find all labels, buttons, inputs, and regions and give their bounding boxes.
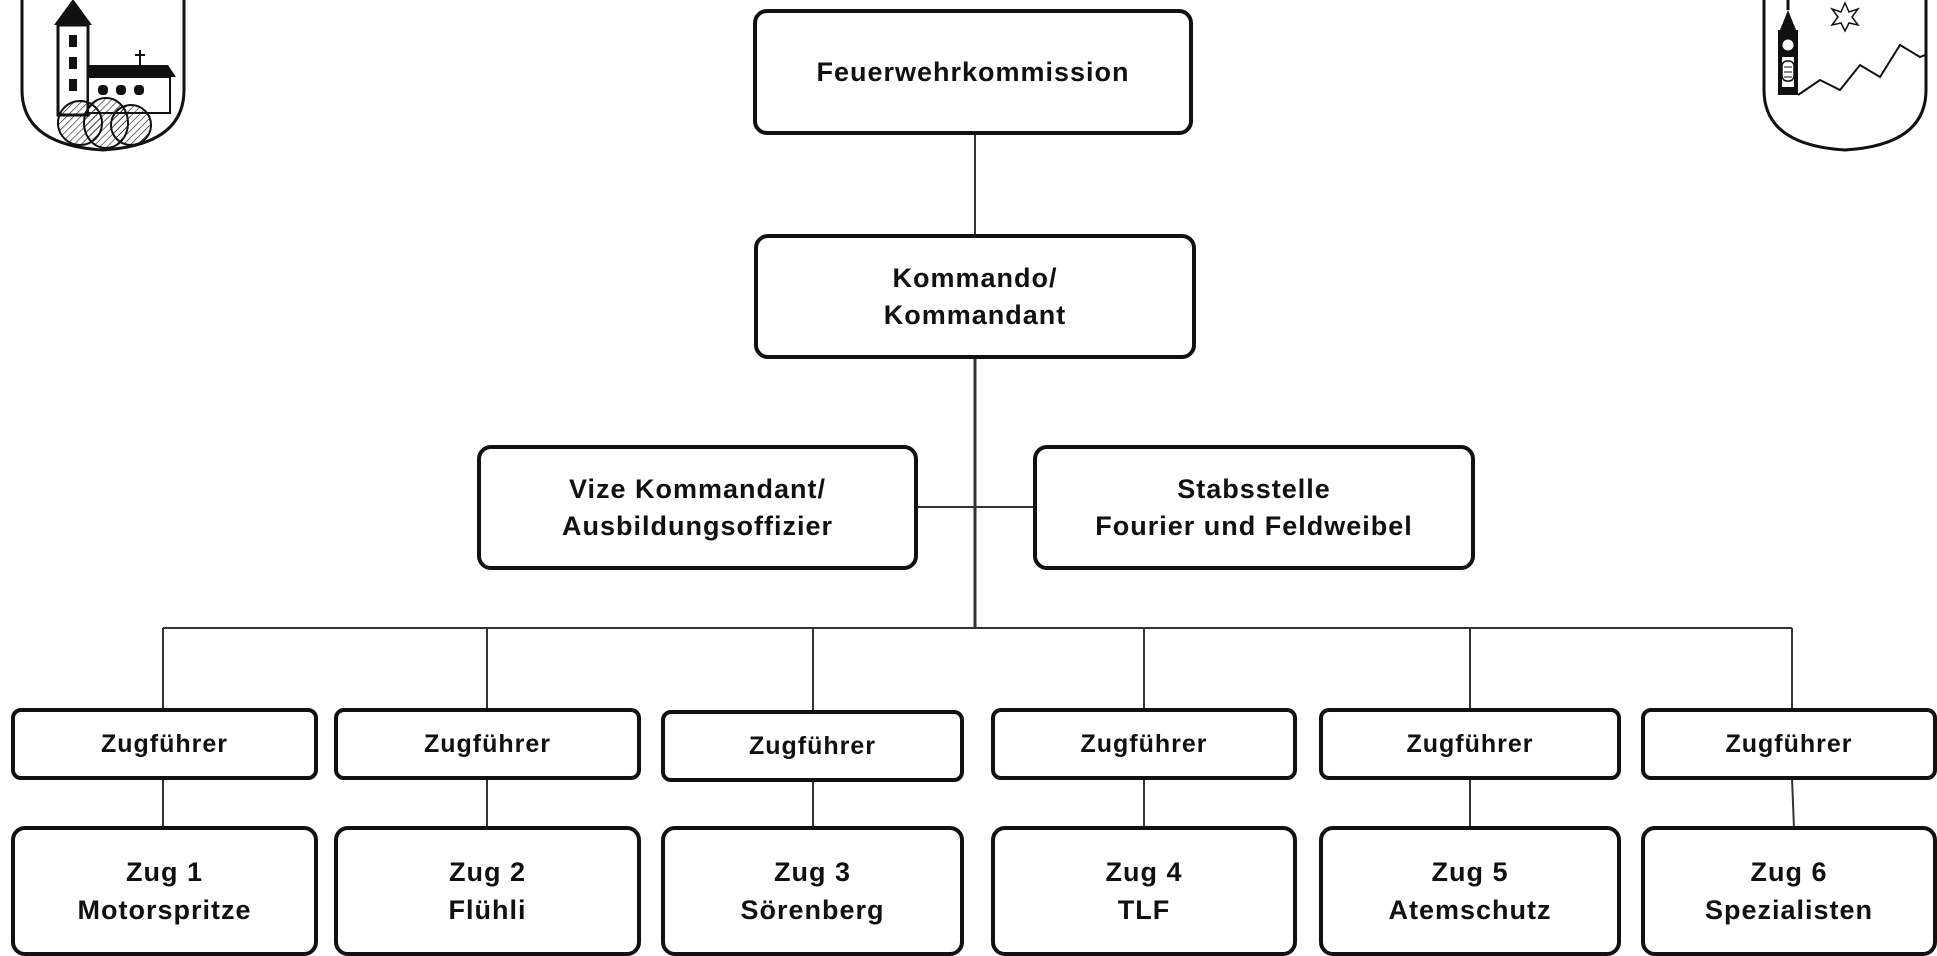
- zug-sub: Sörenberg: [740, 895, 885, 925]
- node-feuerwehrkommission: Feuerwehrkommission: [753, 9, 1193, 135]
- zugfuehrer-label: Zugführer: [423, 729, 552, 758]
- zugfuehrer-label: Zugführer: [1725, 729, 1853, 758]
- zugfuehrer-label: Zugführer: [748, 731, 877, 760]
- node-zugfuehrer-3: Zugführer: [661, 710, 964, 782]
- zug-name: Zug 4: [1105, 857, 1183, 887]
- node-zugfuehrer-1: Zugführer: [11, 708, 318, 780]
- zug-name: Zug 1: [126, 857, 203, 887]
- zugfuehrer-label: Zugführer: [100, 729, 229, 758]
- zugfuehrer-label: Zugführer: [1080, 729, 1208, 758]
- node-zug-6: Zug 6 Spezialisten: [1641, 826, 1937, 956]
- zug-name: Zug 2: [449, 857, 526, 887]
- node-zugfuehrer-6: Zugführer: [1641, 708, 1937, 780]
- zug-sub: TLF: [1117, 895, 1171, 925]
- node-vize-line2: Ausbildungsoffizier: [562, 510, 833, 541]
- zug-name: Zug 3: [774, 857, 851, 887]
- node-stabsstelle-line1: Stabsstelle: [1177, 473, 1331, 504]
- connector-leader-6: [1791, 777, 1795, 829]
- node-kommando-line2: Kommandant: [883, 299, 1067, 330]
- node-zugfuehrer-4: Zugführer: [991, 708, 1297, 780]
- node-zug-4: Zug 4 TLF: [991, 826, 1297, 956]
- node-zug-2: Zug 2 Flühli: [334, 826, 641, 956]
- node-feuerwehrkommission-label: Feuerwehrkommission: [816, 56, 1130, 87]
- node-zug-5: Zug 5 Atemschutz: [1319, 826, 1621, 956]
- zug-sub: Spezialisten: [1704, 895, 1874, 925]
- church-crest-icon: [20, 0, 186, 152]
- zug-sub: Motorspritze: [77, 895, 252, 925]
- node-zugfuehrer-2: Zugführer: [334, 708, 641, 780]
- node-stabsstelle-line2: Fourier und Feldweibel: [1095, 510, 1413, 541]
- zug-sub: Atemschutz: [1388, 895, 1552, 925]
- node-zug-1: Zug 1 Motorspritze: [11, 826, 318, 956]
- chapel-mountain-crest-icon: [1762, 0, 1928, 152]
- zug-name: Zug 5: [1431, 857, 1509, 887]
- node-vize-kommandant: Vize Kommandant/ Ausbildungsoffizier: [477, 445, 918, 570]
- node-stabsstelle: Stabsstelle Fourier und Feldweibel: [1033, 445, 1475, 570]
- node-vize-line1: Vize Kommandant/: [568, 473, 827, 504]
- zug-sub: Flühli: [448, 895, 527, 925]
- zug-name: Zug 6: [1750, 857, 1828, 887]
- node-zug-3: Zug 3 Sörenberg: [661, 826, 964, 956]
- node-zugfuehrer-5: Zugführer: [1319, 708, 1621, 780]
- zugfuehrer-label: Zugführer: [1406, 729, 1534, 758]
- node-kommando: Kommando/ Kommandant: [754, 234, 1196, 359]
- node-kommando-line1: Kommando/: [892, 262, 1058, 293]
